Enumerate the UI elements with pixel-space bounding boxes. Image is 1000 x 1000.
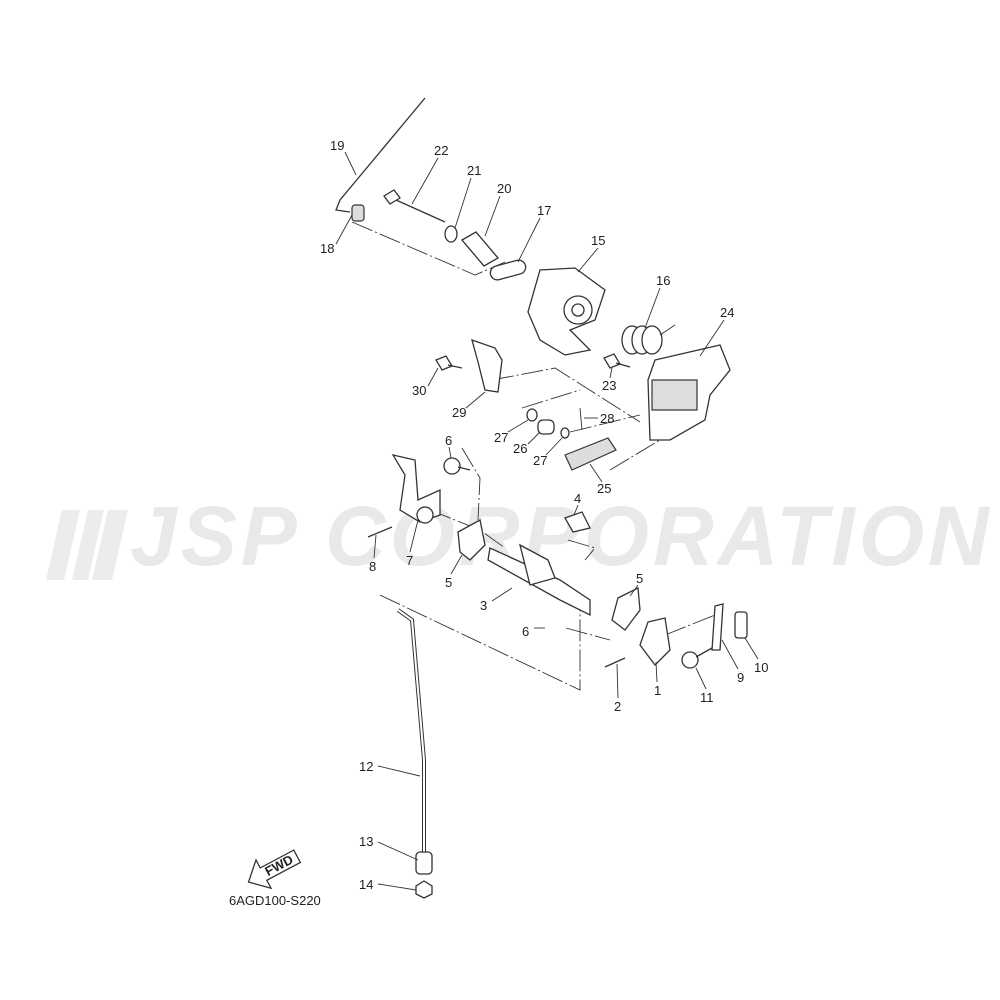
callout-9: 9 <box>737 670 744 685</box>
part-30-bolt <box>435 355 463 371</box>
callout-27: 27 <box>494 430 508 445</box>
part-11-bolt <box>681 647 713 669</box>
callout-27b: 27 <box>533 453 547 468</box>
part-26-collar <box>537 419 555 435</box>
callout-13: 13 <box>359 834 373 849</box>
part-19-rod <box>335 97 426 213</box>
callout-14: 14 <box>359 877 373 892</box>
callout-1: 1 <box>654 683 661 698</box>
part-3-shaft <box>487 543 591 617</box>
part-28-pin <box>579 407 583 431</box>
part-29-bracket <box>471 338 503 393</box>
watermark-logo <box>46 510 128 580</box>
callout-23: 23 <box>602 378 616 393</box>
part-4-clip <box>564 511 591 533</box>
callout-12: 12 <box>359 759 373 774</box>
part-18-clip <box>351 204 365 222</box>
part-14-nut <box>415 880 433 899</box>
diagram-code: 6AGD100-S220 <box>229 893 321 908</box>
callout-16: 16 <box>656 273 670 288</box>
leader-lines <box>335 151 759 891</box>
callout-24: 24 <box>720 305 734 320</box>
callout-20: 20 <box>497 181 511 196</box>
part-20-collar <box>460 231 500 267</box>
part-8-pin <box>367 526 393 538</box>
part-13-nut-sleeve <box>415 851 433 875</box>
part-15-lever-assembly <box>527 267 606 356</box>
part-2-pin <box>604 657 626 668</box>
callout-15: 15 <box>591 233 605 248</box>
callout-29: 29 <box>452 405 466 420</box>
part-6-bolt <box>443 457 471 475</box>
callout-5: 5 <box>445 575 452 590</box>
callout-6: 6 <box>445 433 452 448</box>
callout-19: 19 <box>330 138 344 153</box>
part-10-plate <box>734 611 748 639</box>
part-5-cam <box>457 519 641 631</box>
part-23-bolt <box>603 353 631 369</box>
callout-21: 21 <box>467 163 481 178</box>
part-16-spring <box>621 324 676 355</box>
callout-17: 17 <box>537 203 551 218</box>
callout-28: 28 <box>600 411 614 426</box>
watermark: JSP CORPORATION <box>130 489 993 583</box>
part-24-plate <box>647 344 731 441</box>
callout-22: 22 <box>434 143 448 158</box>
callout-3: 3 <box>480 598 487 613</box>
part-9-plate <box>711 603 724 651</box>
part-25-block <box>564 437 617 471</box>
fwd-arrow: FWD <box>247 849 302 890</box>
callout-6b: 6 <box>522 624 529 639</box>
callout-30: 30 <box>412 383 426 398</box>
callout-26: 26 <box>513 441 527 456</box>
part-12-rod <box>396 608 426 855</box>
part-22-bolt <box>383 189 446 223</box>
callout-8: 8 <box>369 559 376 574</box>
fwd-label: FWD <box>262 852 295 879</box>
callout-18: 18 <box>320 241 334 256</box>
callout-7: 7 <box>406 553 413 568</box>
callout-5b: 5 <box>636 571 643 586</box>
part-21-washer <box>444 225 458 243</box>
callout-labels: 19 22 21 20 17 18 15 16 24 30 23 29 28 2… <box>320 138 768 892</box>
callout-11: 11 <box>700 690 714 705</box>
callout-4: 4 <box>574 491 581 506</box>
part-27-washer <box>526 408 570 439</box>
callout-25: 25 <box>597 481 611 496</box>
part-1-cam-lever <box>639 617 671 666</box>
callout-10: 10 <box>754 660 768 675</box>
assembly-lines <box>351 221 716 691</box>
callout-2: 2 <box>614 699 621 714</box>
part-17-link <box>489 259 527 281</box>
part-7-lever <box>391 454 441 524</box>
